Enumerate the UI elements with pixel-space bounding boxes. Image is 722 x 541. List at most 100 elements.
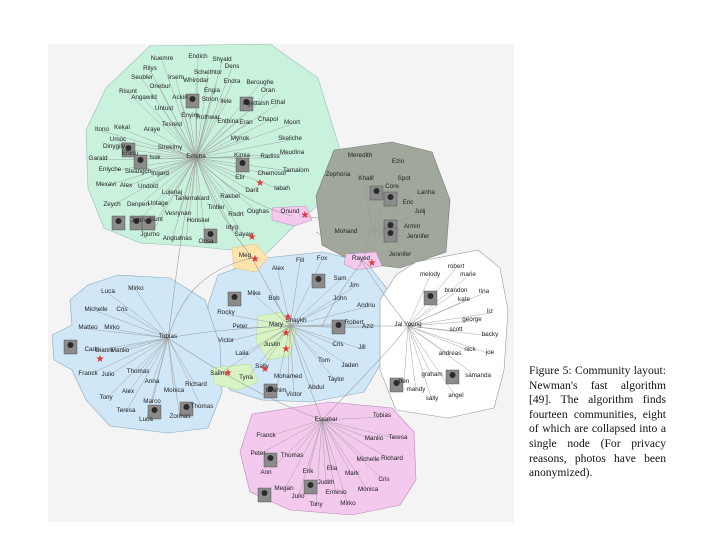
node-label: Agettalsh bbox=[243, 100, 270, 107]
edge bbox=[407, 325, 433, 401]
edge bbox=[137, 157, 197, 207]
node-label: Ezio bbox=[392, 158, 405, 165]
photo-face bbox=[335, 322, 342, 328]
node-label: Richard bbox=[185, 381, 207, 388]
edge bbox=[345, 231, 373, 234]
node-label: graham bbox=[421, 371, 442, 378]
edge bbox=[321, 419, 337, 495]
edge bbox=[257, 419, 323, 456]
edge bbox=[407, 275, 469, 327]
photo-face bbox=[115, 218, 122, 224]
node-label: Jai Young bbox=[394, 321, 422, 328]
edge bbox=[289, 325, 369, 329]
edge bbox=[195, 157, 237, 217]
edge bbox=[154, 157, 197, 160]
node-label: Denpen bbox=[127, 201, 150, 208]
photo-face bbox=[427, 293, 434, 299]
node-label: Richard bbox=[381, 455, 403, 462]
node-label: Tanlerrakard bbox=[175, 195, 210, 202]
photo-face bbox=[387, 194, 394, 200]
node-label: Tobias bbox=[373, 412, 391, 419]
edge bbox=[289, 259, 323, 327]
bridge-stars: ★★★★★★★★★★★ bbox=[96, 178, 377, 379]
node-label: Engia bbox=[204, 87, 221, 94]
node-label: Angtur bbox=[163, 235, 182, 242]
node-label: John bbox=[333, 295, 347, 302]
node-label: Julij bbox=[415, 208, 426, 215]
edge bbox=[289, 325, 351, 368]
edge bbox=[289, 325, 317, 390]
edge bbox=[95, 310, 169, 339]
node-label: Undold bbox=[138, 183, 158, 190]
node-label: Tony bbox=[99, 394, 113, 401]
edge bbox=[167, 337, 203, 409]
edge bbox=[245, 325, 291, 380]
bridge-star-icon: ★ bbox=[251, 254, 260, 265]
node-label: Ann bbox=[260, 469, 272, 476]
edge bbox=[195, 122, 229, 159]
node-label: Alex bbox=[272, 265, 285, 272]
node-label: Idyg bbox=[226, 224, 238, 231]
node-label: Eric bbox=[403, 199, 414, 206]
node-label: Tesrest bbox=[162, 121, 183, 128]
node-label: Manlio bbox=[365, 435, 384, 442]
edge bbox=[407, 325, 457, 398]
edge bbox=[407, 325, 491, 355]
node-label: Jill bbox=[358, 344, 365, 351]
node-label: Tony bbox=[309, 501, 323, 508]
edge bbox=[407, 291, 457, 327]
node-label: Moort bbox=[284, 119, 300, 126]
edge bbox=[179, 98, 197, 159]
node-label: Peter bbox=[250, 450, 265, 457]
edge bbox=[195, 83, 261, 159]
node-label: Franck bbox=[256, 432, 276, 439]
node-label: marie bbox=[460, 271, 476, 278]
edge bbox=[217, 325, 291, 376]
node-label: Itono bbox=[95, 126, 110, 133]
edge bbox=[155, 157, 197, 222]
node-label: Meg bbox=[239, 252, 252, 259]
edge bbox=[307, 419, 323, 474]
edge bbox=[195, 157, 241, 180]
node-label: Enlyche bbox=[99, 166, 122, 173]
edge bbox=[241, 325, 291, 356]
node-label: John bbox=[131, 217, 145, 224]
edge bbox=[265, 419, 323, 438]
edge bbox=[189, 116, 197, 159]
node-label: Skeliche bbox=[278, 135, 302, 142]
node-label: Endich bbox=[188, 53, 208, 60]
node-label: Justin bbox=[264, 341, 281, 348]
node-label: kate bbox=[458, 296, 470, 303]
edge bbox=[109, 157, 197, 172]
edge bbox=[149, 157, 197, 237]
node-label: Lanha bbox=[417, 189, 435, 196]
edge bbox=[407, 325, 471, 352]
edge bbox=[161, 59, 197, 159]
node-label: Araye bbox=[144, 126, 161, 133]
node-label: Beroughe bbox=[246, 79, 274, 86]
edge bbox=[407, 325, 491, 337]
bridge-star-icon: ★ bbox=[224, 368, 233, 379]
bridge-star-icon: ★ bbox=[261, 364, 270, 375]
node-label: Core bbox=[385, 183, 399, 190]
node-label: Tarnalom bbox=[283, 167, 309, 174]
edge bbox=[195, 153, 293, 159]
edge bbox=[151, 130, 197, 159]
node-label: Taylor bbox=[328, 376, 345, 383]
node-label: Zephoria bbox=[326, 171, 351, 178]
node-label: Orisa bbox=[198, 238, 214, 245]
edge bbox=[407, 325, 417, 392]
edge bbox=[195, 157, 273, 176]
node-label: Chapol bbox=[258, 116, 278, 123]
edge bbox=[321, 419, 353, 476]
node-label: Jaden bbox=[341, 362, 359, 369]
photo-face bbox=[393, 380, 400, 386]
photo-face bbox=[261, 490, 268, 496]
node-label: Meredith bbox=[348, 152, 373, 159]
bridge-star-icon: ★ bbox=[282, 328, 291, 339]
node-label: Jim bbox=[349, 282, 359, 289]
node-label: Monica bbox=[164, 387, 185, 394]
node-label: Franck bbox=[78, 370, 98, 377]
caption-text: Community layout: Newman's fast algorith… bbox=[529, 364, 666, 480]
